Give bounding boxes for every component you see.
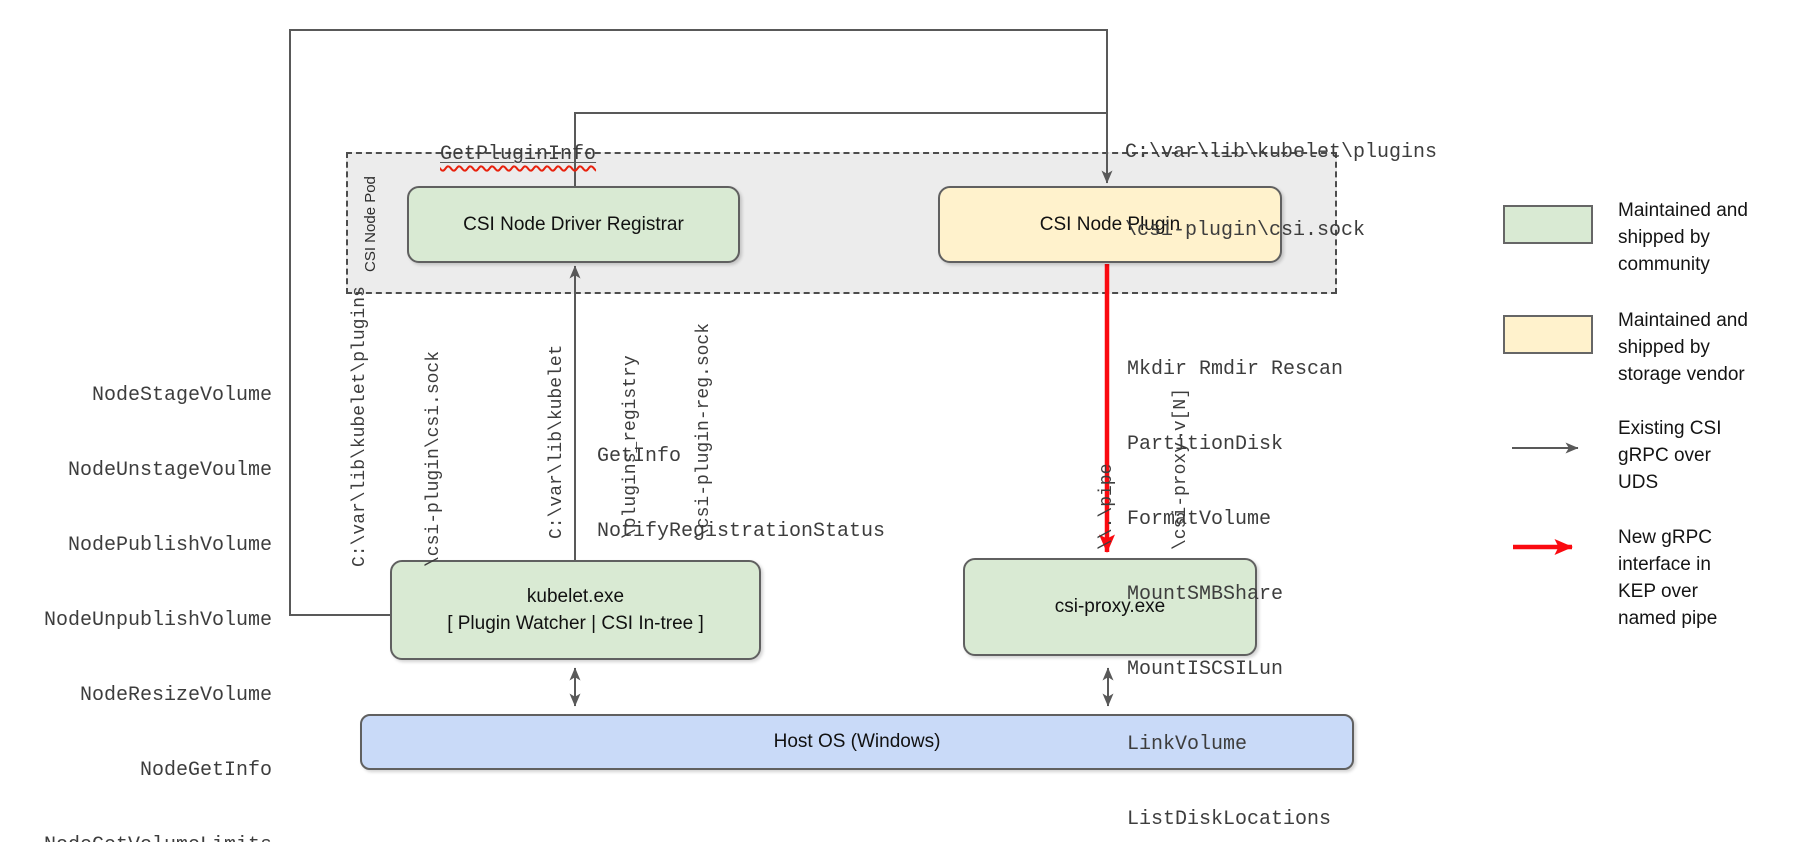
csi-sock-path-label: C:\var\lib\kubelet\plugins \csi-plugin\c… [1125,141,1438,242]
kubelet-label-line2: [ Plugin Watcher | CSI In-tree ] [447,613,704,634]
legend-community-swatch [1503,205,1593,244]
legend-community-text: Maintained and shipped by community [1618,200,1748,275]
get-plugin-info-label: GetPluginInfo [440,143,597,166]
csi-node-plugin-box: CSI Node Plugin [938,186,1282,263]
line-kubelet-to-node-plugin [289,29,1113,616]
legend-vendor-text: Maintained and shipped by storage vendor [1618,310,1748,385]
csi-proxy-box: csi-proxy.exe [963,558,1257,656]
legend-new-grpc-text: New gRPC interface in KEP over named pip… [1618,527,1718,629]
csi-sock-path-vertical-label: C:\var\lib\kubelet\plugins \csi-plugin\c… [350,286,444,567]
csi-node-driver-registrar-label: CSI Node Driver Registrar [463,213,684,235]
csi-proxy-label: csi-proxy.exe [1054,596,1166,617]
csi-node-plugin-label: CSI Node Plugin [1039,213,1181,235]
kubelet-label-line1: kubelet.exe [526,586,625,607]
node-methods-list: NodeStageVolume NodeUnstageVoulme NodePu… [43,384,272,842]
proxy-methods-list: Mkdir Rmdir Rescan PartitionDisk FormatV… [1127,358,1344,831]
legend-existing-grpc-text: Existing CSI gRPC over UDS [1618,418,1722,493]
csi-node-driver-registrar-box: CSI Node Driver Registrar [407,186,740,263]
host-os-label: Host OS (Windows) [773,731,941,752]
host-os-box: Host OS (Windows) [360,714,1354,770]
csi-node-pod-label: CSI Node Pod [362,176,379,272]
kubelet-box: kubelet.exe [ Plugin Watcher | CSI In-tr… [390,560,761,660]
legend-vendor-swatch [1503,315,1593,354]
line-registrar-getplugininfo [574,112,1106,186]
registration-methods-list: GetInfo NotifyRegistrationStatus [597,445,886,543]
